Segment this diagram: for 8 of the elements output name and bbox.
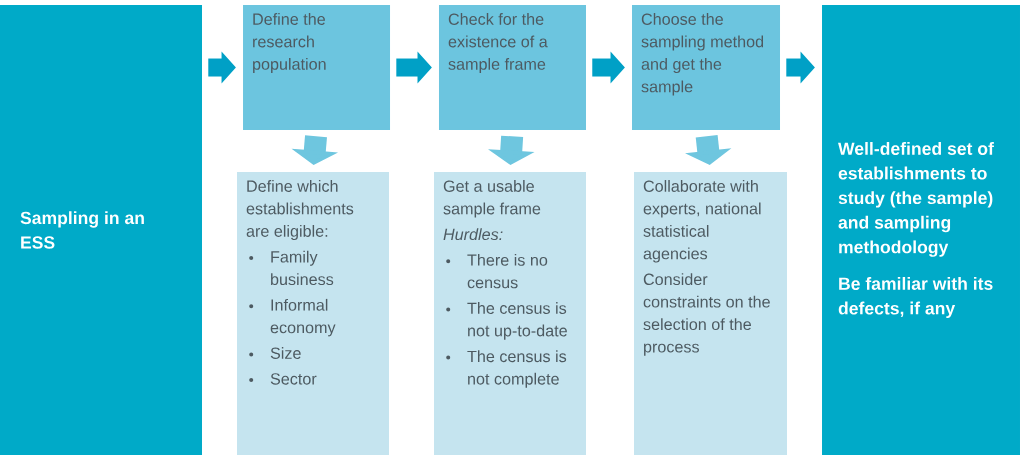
step-box: Choose the sampling method and get the sample [632, 5, 780, 130]
step-box: Define the research population [243, 5, 391, 130]
stage-band: Sampling in an ESS [0, 5, 202, 455]
detail-box: Get a usable sample frame Hurdles: There is no census The census is not up-to-date The census is not complete [434, 172, 586, 455]
detail-box: Collaborate with experts, national statistical agencies Consider constraints on the selection of the process [634, 172, 787, 455]
step-box: Check for the existence of a sample frame [439, 5, 586, 130]
outcome-band: Well-defined set of establishments to study (the sample) and sampling methodology Be familiar with its defects, if any [822, 5, 1020, 455]
detail-box: Define which establishments are eligible: Family business Informal economy Size Sector [237, 172, 389, 455]
